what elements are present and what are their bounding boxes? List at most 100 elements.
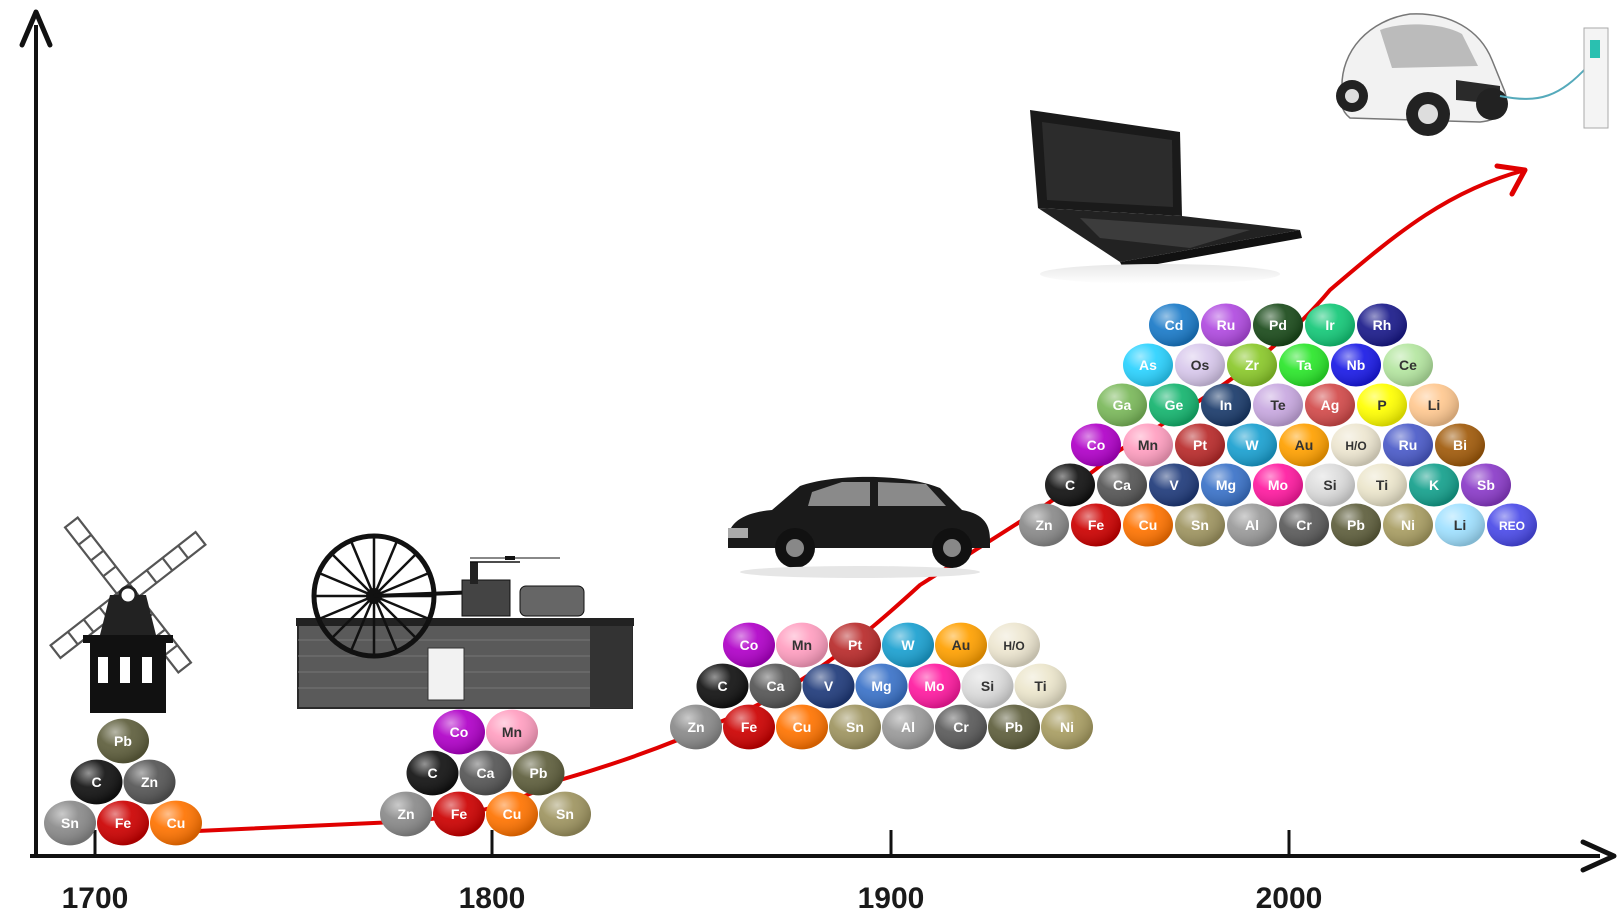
element-sphere: Pd <box>1253 303 1303 347</box>
element-symbol: Pt <box>1193 437 1207 453</box>
element-symbol: Os <box>1191 357 1210 373</box>
element-sphere: Ni <box>1041 704 1093 750</box>
element-symbol: C <box>717 678 727 694</box>
electric-car-icon <box>1336 13 1609 136</box>
element-sphere: Cr <box>935 704 987 750</box>
year-label-2000: 2000 <box>1255 882 1323 915</box>
element-symbol: C <box>91 774 101 790</box>
element-sphere: In <box>1201 383 1251 427</box>
element-sphere: Mo <box>1253 463 1303 507</box>
element-sphere: Zn <box>123 759 176 805</box>
element-sphere: Ag <box>1305 383 1355 427</box>
element-symbol: Ru <box>1399 437 1418 453</box>
element-symbol: Al <box>901 719 915 735</box>
element-symbol: Pb <box>114 733 132 749</box>
element-symbol: Mg <box>871 678 891 694</box>
element-symbol: Pb <box>1005 719 1023 735</box>
element-symbol: Cr <box>1296 517 1312 533</box>
element-sphere: Mn <box>486 709 538 755</box>
element-sphere: Te <box>1253 383 1303 427</box>
element-sphere: Ni <box>1383 503 1433 547</box>
element-symbol: H/O <box>1345 439 1366 453</box>
element-sphere: Au <box>1279 423 1329 467</box>
element-symbol: Si <box>981 678 994 694</box>
element-sphere: Mo <box>908 663 961 709</box>
element-symbol: Ta <box>1296 357 1312 373</box>
element-sphere: Ge <box>1149 383 1199 427</box>
element-symbol: Au <box>1295 437 1314 453</box>
element-sphere: K <box>1409 463 1459 507</box>
element-sphere: H/O <box>988 622 1040 668</box>
element-sphere: Co <box>1071 423 1121 467</box>
element-sphere: Zn <box>670 704 722 750</box>
element-sphere: Mg <box>855 663 908 709</box>
element-sphere: Ru <box>1201 303 1251 347</box>
element-symbol: Cd <box>1165 317 1184 333</box>
element-symbol: REO <box>1499 519 1525 533</box>
element-sphere: Li <box>1435 503 1485 547</box>
element-sphere: Cu <box>486 791 538 837</box>
element-sphere: C <box>1045 463 1095 507</box>
element-symbol: As <box>1139 357 1157 373</box>
y-axis <box>19 9 53 858</box>
element-sphere: Mg <box>1201 463 1251 507</box>
element-sphere: P <box>1357 383 1407 427</box>
year-label-1900: 1900 <box>857 882 925 915</box>
element-symbol: Li <box>1454 517 1466 533</box>
element-symbol: Zr <box>1245 357 1260 373</box>
element-sphere: Sn <box>1175 503 1225 547</box>
x-axis-ticks <box>93 830 1291 856</box>
element-sphere: Sn <box>539 791 591 837</box>
element-sphere: Pb <box>1331 503 1381 547</box>
laptop-icon <box>1030 110 1302 284</box>
element-sphere: Co <box>723 622 775 668</box>
element-symbol: Cu <box>793 719 812 735</box>
element-symbol: Ca <box>1113 477 1131 493</box>
element-symbol: Zn <box>141 774 158 790</box>
element-sphere: REO <box>1487 503 1537 547</box>
element-symbol: V <box>1169 477 1179 493</box>
element-sphere: Pt <box>829 622 881 668</box>
element-sphere: V <box>802 663 855 709</box>
element-symbol: Ce <box>1399 357 1417 373</box>
element-symbol: Ga <box>1113 397 1132 413</box>
element-sphere: Pt <box>1175 423 1225 467</box>
element-sphere: Ru <box>1383 423 1433 467</box>
element-sphere: Li <box>1409 383 1459 427</box>
element-symbol: W <box>901 637 915 653</box>
element-symbol: Cu <box>1139 517 1158 533</box>
element-symbol: Ni <box>1060 719 1074 735</box>
element-sphere: Zn <box>1019 503 1069 547</box>
element-symbol: Ca <box>767 678 785 694</box>
element-symbol: Cu <box>503 806 522 822</box>
element-symbol: Al <box>1245 517 1259 533</box>
element-sphere: Al <box>1227 503 1277 547</box>
element-sphere: Ga <box>1097 383 1147 427</box>
element-sphere: V <box>1149 463 1199 507</box>
element-sphere: Mn <box>776 622 828 668</box>
element-sphere: Co <box>433 709 485 755</box>
element-sphere: Al <box>882 704 934 750</box>
element-symbol: Sb <box>1477 477 1495 493</box>
element-symbol: Cr <box>953 719 969 735</box>
element-symbol: C <box>1065 477 1075 493</box>
element-symbol: Pb <box>530 765 548 781</box>
element-sphere: Zr <box>1227 343 1277 387</box>
element-sphere: Os <box>1175 343 1225 387</box>
element-symbol: Ca <box>477 765 495 781</box>
element-sphere: Bi <box>1435 423 1485 467</box>
element-symbol: Mn <box>792 637 812 653</box>
element-sphere: Cu <box>776 704 828 750</box>
element-symbol: Te <box>1270 397 1286 413</box>
element-sphere: Fe <box>723 704 775 750</box>
element-symbol: In <box>1220 397 1232 413</box>
element-symbol: Pd <box>1269 317 1287 333</box>
element-symbol: Ni <box>1401 517 1415 533</box>
element-symbol: Sn <box>61 815 79 831</box>
element-symbol: Ru <box>1217 317 1236 333</box>
element-sphere: Sn <box>44 800 96 846</box>
